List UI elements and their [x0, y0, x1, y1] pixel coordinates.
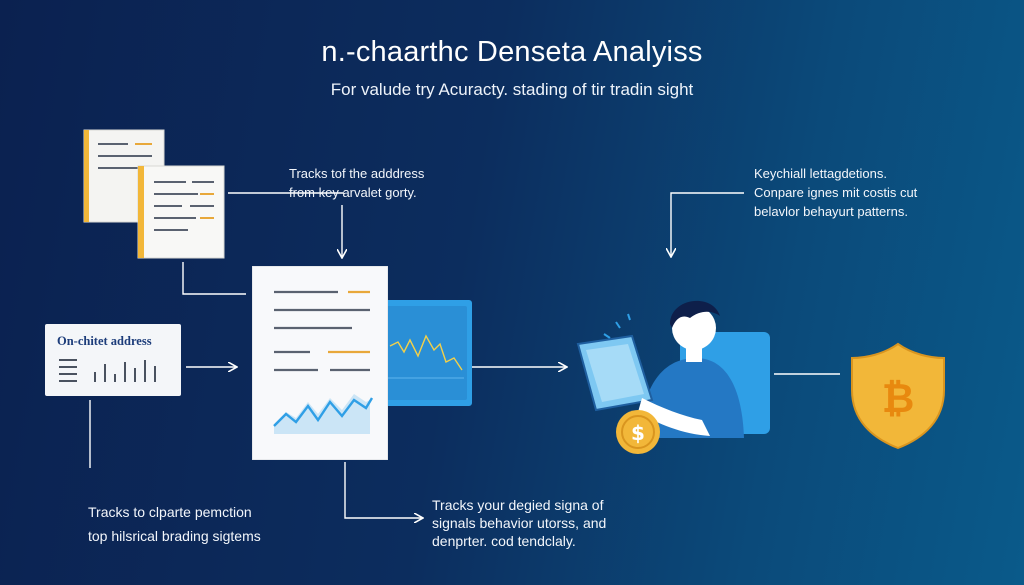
page-title: n.-chaarthc Denseta Analyiss: [321, 36, 703, 68]
note-top-right-line3: belavlor behayurt patterns.: [754, 204, 908, 219]
report-document-icon: [252, 266, 388, 460]
coin-symbol: $: [631, 421, 645, 445]
document-stack-icon: [83, 129, 225, 259]
note-bottom-left-line1: Tracks to clparte pemction: [88, 504, 252, 520]
note-top-center-line1: Tracks tof the adddress: [289, 166, 425, 181]
connector-docs-to-report: [182, 262, 246, 295]
address-card-title: On-chitet address: [57, 334, 152, 348]
note-bottom-center: Tracks your degied signa of signals beha…: [432, 496, 606, 550]
note-bottom-left: Tracks to clparte pemction top hilsrical…: [88, 500, 261, 548]
note-top-right-line2: Conpare ignes mit costis cut: [754, 185, 918, 200]
analyst-with-tablet-icon: $: [576, 300, 770, 454]
note-top-center: Tracks tof the adddress from key arvalet…: [289, 164, 424, 202]
chart-screen-icon: [380, 300, 472, 406]
note-bottom-center-line1: Tracks your degied signa of: [432, 497, 604, 513]
address-chart-icon: [59, 359, 156, 382]
note-top-right: Keychiall lettagdetions. Conpare ignes m…: [754, 164, 917, 221]
address-card: On-chitet address: [45, 324, 181, 396]
arrow-note-to-analyst: [671, 192, 744, 256]
bitcoin-shield-icon: ₿: [851, 342, 945, 450]
note-bottom-center-line3: denprter. cod tendclaly.: [432, 533, 576, 549]
note-top-center-line2: from key arvalet gorty.: [289, 185, 417, 200]
note-bottom-center-line2: signals behavior utorss, and: [432, 515, 607, 531]
note-bottom-left-line2: top hilsrical brading sigtems: [88, 528, 261, 544]
note-top-right-line1: Keychiall lettagdetions.: [754, 166, 887, 181]
page-subtitle: For valude try Acuracty. stading of tir …: [330, 80, 694, 99]
shield-bitcoin-symbol: ₿: [882, 376, 915, 422]
arrow-report-to-note: [344, 462, 422, 518]
